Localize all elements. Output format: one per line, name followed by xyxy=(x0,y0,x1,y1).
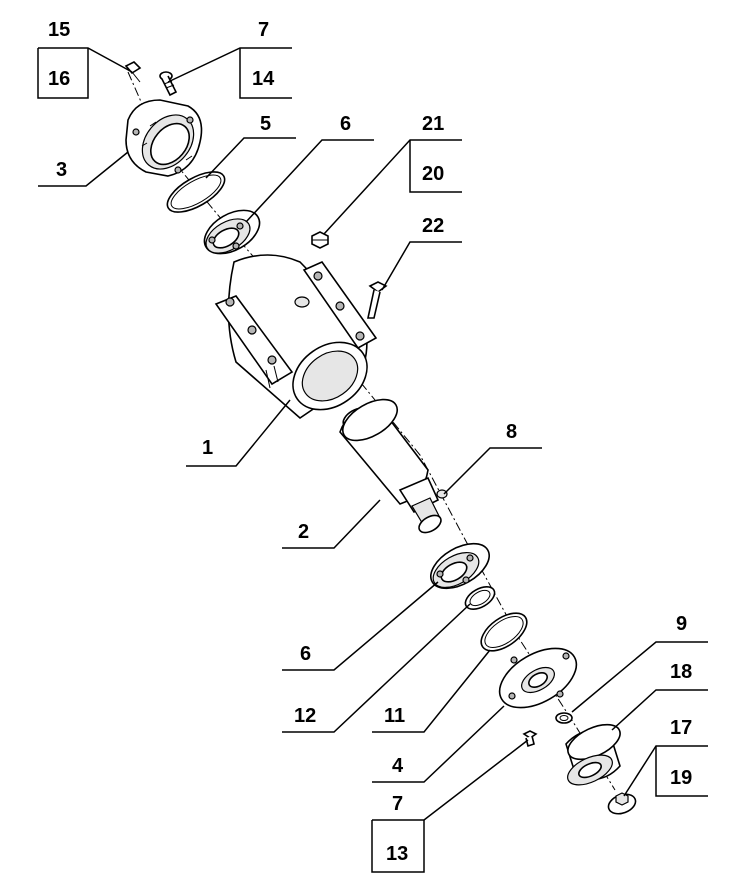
bolt-part-22 xyxy=(367,281,388,319)
leader-2 xyxy=(282,499,381,549)
callout-4: 4 xyxy=(392,755,404,777)
seal-ring-part-9 xyxy=(555,712,573,724)
callout-18: 18 xyxy=(670,661,692,683)
callout-1: 1 xyxy=(202,437,213,459)
housing-part-1 xyxy=(214,254,378,420)
coupling-part-18 xyxy=(565,723,621,786)
callout-3: 3 xyxy=(56,159,67,181)
callout-15: 15 xyxy=(48,19,70,41)
callout-16: 16 xyxy=(48,68,70,90)
o-ring-part-11 xyxy=(480,612,528,652)
spacer-ring-part-12 xyxy=(464,586,496,610)
callout-19: 19 xyxy=(670,767,692,789)
callout-5: 5 xyxy=(260,113,271,135)
leader-11 xyxy=(372,649,491,733)
leader-22 xyxy=(381,241,462,291)
leader-3 xyxy=(38,151,129,187)
leader-18 xyxy=(611,689,708,731)
leader-6-bottom xyxy=(282,581,439,671)
flange-part-4 xyxy=(498,647,578,709)
callout-labels: 15 16 7 14 5 6 21 20 3 22 1 8 2 6 9 18 1… xyxy=(48,19,692,865)
box-19 xyxy=(655,746,708,797)
callout-7-top: 7 xyxy=(258,19,269,41)
leader-9 xyxy=(571,641,708,713)
bolt-part-7-top xyxy=(159,71,178,97)
box-20 xyxy=(409,140,462,193)
callout-20: 20 xyxy=(422,163,444,185)
rotor-part-2 xyxy=(339,398,442,534)
callout-17: 17 xyxy=(670,717,692,739)
box-14 xyxy=(239,48,292,99)
callout-8: 8 xyxy=(506,421,517,443)
callout-9: 9 xyxy=(676,613,687,635)
nut-part-21 xyxy=(311,231,329,249)
callout-11: 11 xyxy=(384,705,405,727)
leader-lines xyxy=(37,47,708,873)
callout-2: 2 xyxy=(298,521,309,543)
callout-21: 21 xyxy=(422,113,444,135)
nut-washer-part-17 xyxy=(607,792,637,815)
bolt-part-7-bottom xyxy=(522,730,538,748)
end-cap-part-3 xyxy=(125,99,203,177)
leader-8 xyxy=(443,447,542,495)
key-part-8 xyxy=(436,489,448,499)
bearing-part-6-bottom xyxy=(430,542,490,590)
callout-7-bottom: 7 xyxy=(392,793,403,815)
leader-4 xyxy=(372,705,505,783)
callout-6-bottom: 6 xyxy=(300,643,311,665)
assembly-centerline xyxy=(127,71,616,791)
box-16 xyxy=(37,48,89,99)
callout-14: 14 xyxy=(252,68,275,90)
leader-1 xyxy=(186,399,291,467)
callout-13: 13 xyxy=(386,843,408,865)
callout-22: 22 xyxy=(422,215,444,237)
callout-12: 12 xyxy=(294,705,316,727)
leader-6-top xyxy=(245,139,374,223)
leader-12 xyxy=(282,603,471,733)
o-ring-part-5 xyxy=(166,171,226,213)
callout-6-top: 6 xyxy=(340,113,351,135)
leader-5 xyxy=(205,137,296,179)
box-13 xyxy=(371,820,425,873)
leader-17-19 xyxy=(623,745,708,797)
